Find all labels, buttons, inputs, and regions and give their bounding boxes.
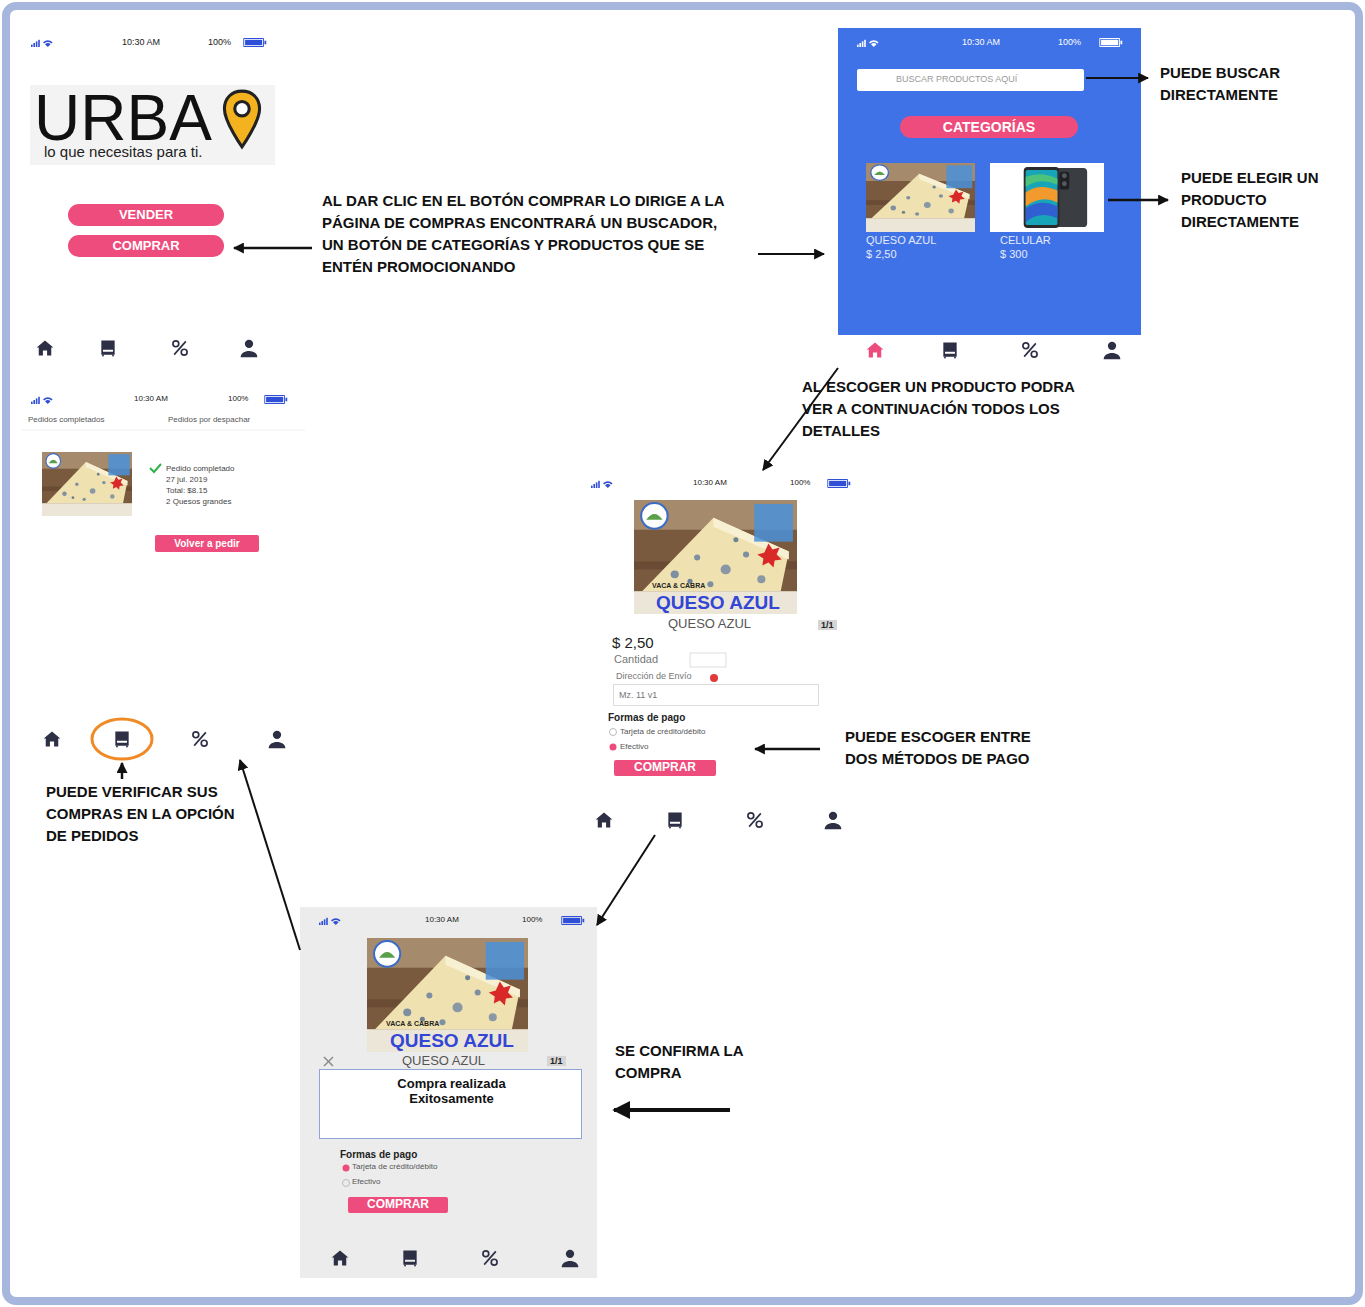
search-bar: BUSCAR PRODUCTOS AQUÍ bbox=[857, 69, 1084, 91]
payment-option: Tarjeta de crédito/débito bbox=[620, 727, 705, 736]
status-time: 10:30 AM bbox=[962, 37, 1000, 47]
image-title: QUESO AZUL bbox=[390, 1030, 514, 1052]
order-items: 2 Quesos grandes bbox=[166, 497, 231, 506]
button-label: COMPRAR bbox=[634, 761, 696, 775]
categories-button: CATEGORÍAS bbox=[900, 116, 1078, 138]
payment-option: Efectivo bbox=[620, 742, 648, 751]
phone-screen: Volver a pedir 10:30 AM 100% Pedidos comple… bbox=[22, 385, 305, 760]
quantity-badge: 1/1 bbox=[818, 620, 837, 630]
status-battery: 100% bbox=[228, 394, 248, 403]
tab-label: Pedidos por despachar bbox=[168, 415, 250, 424]
product-name: QUESO AZUL bbox=[668, 617, 751, 632]
image-brand: VACA & CABRA bbox=[652, 582, 705, 590]
sell-button: VENDER bbox=[68, 204, 224, 226]
product-price: $ 2,50 bbox=[866, 248, 897, 261]
callout-note: AL ESCOGER UN PRODUCTO PODRA VER A CONTI… bbox=[802, 376, 1092, 442]
address-field: Mz. 11 v1 bbox=[613, 684, 819, 706]
callout-note: PUEDE BUSCAR DIRECTAMENTE bbox=[1160, 62, 1310, 106]
product-card: QUESO AZUL$ 2,50 bbox=[866, 163, 976, 263]
product-name: QUESO AZUL bbox=[402, 1054, 485, 1069]
phone-screen: BUSCAR PRODUCTOS AQUÍ CATEGORÍAS QUESO AZU… bbox=[838, 28, 1141, 368]
order-total: Total: $8.15 bbox=[166, 486, 207, 495]
buy-button: COMPRAR bbox=[68, 235, 224, 257]
status-time: 10:30 AM bbox=[693, 478, 727, 487]
image-brand: VACA & CABRA bbox=[386, 1020, 439, 1028]
product-name: QUESO AZUL bbox=[866, 234, 936, 247]
button-label: COMPRAR bbox=[367, 1198, 429, 1212]
phone-screen: VENDERCOMPRAR10:30 AM100%URBAlo que nece… bbox=[22, 30, 278, 368]
product-card: CELULAR$ 300 bbox=[990, 163, 1105, 263]
payment-option: Tarjeta de crédito/débito bbox=[352, 1162, 437, 1171]
order-status: Pedido completado bbox=[166, 464, 235, 473]
status-time: 10:30 AM bbox=[122, 37, 160, 47]
buy-button: COMPRAR bbox=[614, 760, 716, 776]
callout-note: PUEDE ELEGIR UN PRODUCTO DIRECTAMENTE bbox=[1181, 167, 1346, 233]
callout-note: PUEDE ESCOGER ENTRE DOS MÉTODOS DE PAGO bbox=[845, 726, 1060, 770]
app-slogan: lo que necesitas para ti. bbox=[44, 143, 202, 160]
callout-note: PUEDE VERIFICAR SUS COMPRAS EN LA OPCIÓN… bbox=[46, 781, 246, 847]
status-battery: 100% bbox=[208, 37, 231, 47]
address-value: Mz. 11 v1 bbox=[619, 690, 657, 700]
status-time: 10:30 AM bbox=[134, 394, 168, 403]
button-label: CATEGORÍAS bbox=[943, 119, 1035, 135]
section-heading: Formas de pago bbox=[340, 1149, 417, 1161]
confirm-dialog: Compra realizada Exitosamente bbox=[319, 1069, 582, 1139]
search-placeholder: BUSCAR PRODUCTOS AQUÍ bbox=[896, 74, 1017, 84]
reorder-button: Volver a pedir bbox=[155, 535, 259, 552]
product-name: CELULAR bbox=[1000, 234, 1051, 247]
flow-arrow bbox=[597, 835, 655, 925]
field-label: Cantidad bbox=[614, 653, 658, 666]
callout-note: AL DAR CLIC EN EL BOTÓN COMPRAR LO DIRIG… bbox=[322, 190, 742, 278]
button-label: Volver a pedir bbox=[174, 538, 239, 550]
button-label: COMPRAR bbox=[112, 239, 179, 254]
button-label: VENDER bbox=[119, 208, 173, 223]
status-battery: 100% bbox=[1058, 37, 1081, 47]
payment-option: Efectivo bbox=[352, 1177, 380, 1186]
status-battery: 100% bbox=[522, 915, 542, 924]
image-title: QUESO AZUL bbox=[656, 592, 780, 614]
buy-button: COMPRAR bbox=[348, 1197, 448, 1213]
product-price: $ 300 bbox=[1000, 248, 1028, 261]
confirm-message: Compra realizada Exitosamente bbox=[370, 1077, 533, 1107]
status-time: 10:30 AM bbox=[425, 915, 459, 924]
product-price: $ 2,50 bbox=[612, 634, 654, 651]
status-battery: 100% bbox=[790, 478, 810, 487]
field-label: Dirección de Envío bbox=[616, 671, 692, 681]
flow-arrow bbox=[240, 760, 300, 950]
callout-note: SE CONFIRMA LA COMPRA bbox=[615, 1040, 747, 1084]
tab-label: Pedidos completados bbox=[28, 415, 105, 424]
quantity-badge: 1/1 bbox=[547, 1056, 566, 1066]
section-heading: Formas de pago bbox=[608, 712, 685, 724]
phone-screen: Mz. 11 v1 COMPRAR 10:30 AM 100% VACA & CABRA… bbox=[585, 470, 862, 835]
phone-screen: Compra realizada ExitosamenteCOMPRAR 10:3… bbox=[300, 907, 597, 1278]
order-date: 27 jul. 2019 bbox=[166, 475, 207, 484]
